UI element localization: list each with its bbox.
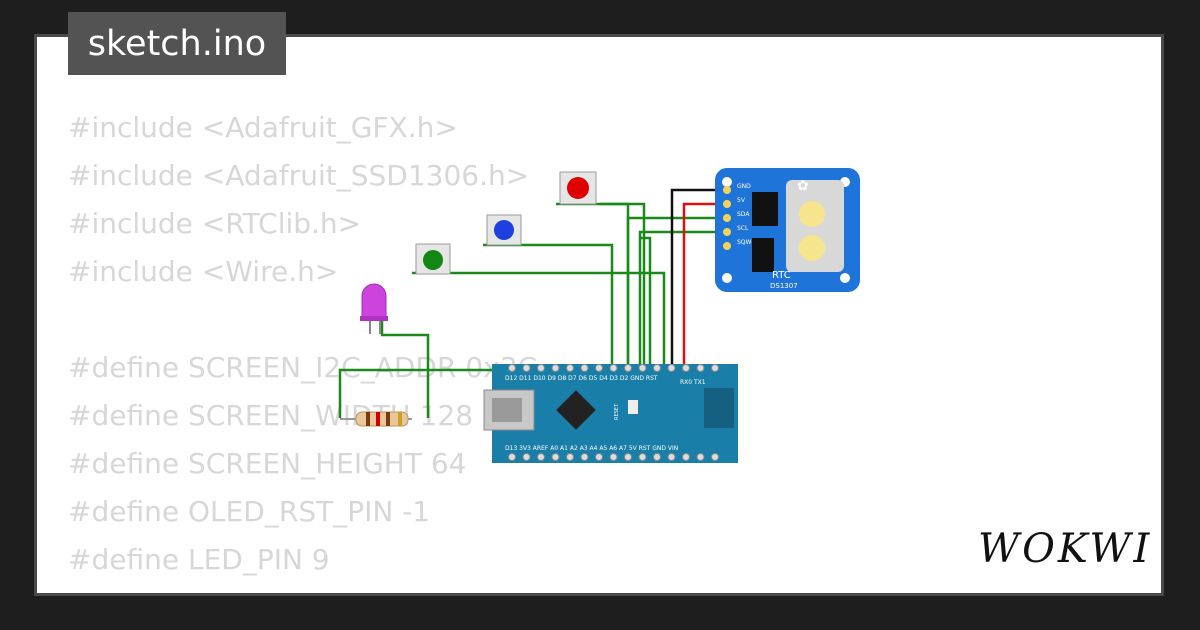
wire-gnd xyxy=(670,188,720,368)
header-pin xyxy=(508,364,516,372)
header-pin xyxy=(624,364,632,372)
rtc-pin-scl: SCL xyxy=(737,225,749,232)
header-pin xyxy=(653,364,661,372)
header-pin xyxy=(667,453,676,461)
header-pin xyxy=(566,364,574,372)
file-tab[interactable]: sketch.ino xyxy=(68,12,286,75)
wire-aux xyxy=(640,236,652,368)
resistor[interactable] xyxy=(340,411,412,427)
canvas-frame xyxy=(34,34,1164,596)
wire-led xyxy=(380,320,430,418)
code-line: #define SCREEN_I2C_ADDR 0x3C xyxy=(68,351,538,384)
header-pin xyxy=(595,453,603,461)
rtc-pin-sda: SDA xyxy=(737,211,750,218)
blue-button-cap[interactable] xyxy=(494,220,514,240)
arduino-nano[interactable]: RESET RX0 TX1 D12 D11 D10 D9 D8 D7 D6 D5… xyxy=(483,364,738,463)
rx-tx-label: RX0 TX1 xyxy=(680,379,706,386)
wokwi-logo: WOKWI xyxy=(978,526,1153,572)
header-pin xyxy=(580,453,589,461)
code-editor-background: #include <Adafruit_GFX.h> #include <Adaf… xyxy=(68,104,768,594)
header-pin xyxy=(711,453,719,461)
red-button-cap[interactable] xyxy=(567,177,589,199)
header-pin xyxy=(696,364,705,372)
header-pin xyxy=(595,364,603,372)
header-pin xyxy=(580,364,589,372)
header-pin xyxy=(537,364,545,372)
rtc-pin-sqw: SQW xyxy=(737,239,752,246)
code-line: #include <Adafruit_SSD1306.h> xyxy=(68,159,530,192)
header-pin xyxy=(566,453,574,461)
header-pin xyxy=(653,453,661,461)
header-pin xyxy=(711,364,719,372)
reset-label: RESET xyxy=(614,403,620,420)
header-pin xyxy=(551,364,560,372)
pushbutton-blue[interactable] xyxy=(486,214,522,246)
header-pin xyxy=(682,453,690,461)
header-pin xyxy=(696,453,705,461)
header-pin xyxy=(537,453,545,461)
reset-button[interactable] xyxy=(628,400,638,414)
pushbutton-green[interactable] xyxy=(415,243,451,275)
header-pin xyxy=(609,453,618,461)
nano-bottom-pin-labels: D13 3V3 AREF A0 A1 A2 A3 A4 A5 A6 A7 5V … xyxy=(505,445,678,452)
led-purple[interactable] xyxy=(360,283,388,334)
header-pin xyxy=(522,364,531,372)
code-line: #include <RTClib.h> xyxy=(68,207,362,240)
header-pin xyxy=(638,364,647,372)
header-pin xyxy=(609,364,618,372)
rtc-model: DS1307 xyxy=(770,282,798,290)
header-pin xyxy=(667,364,676,372)
pushbutton-red[interactable] xyxy=(559,171,597,205)
code-line: #define SOUND_PIN 8 xyxy=(68,584,768,594)
nano-bottom-pins xyxy=(508,453,719,461)
header-pin xyxy=(508,453,516,461)
mcu-chip xyxy=(556,390,596,430)
rtc-module[interactable]: GND 5V SDA SCL SQW ✿ RTC DS1307 xyxy=(715,168,860,292)
header-pin xyxy=(638,453,647,461)
code-line: #define SCREEN_HEIGHT 64 xyxy=(68,447,467,480)
nano-top-pins xyxy=(508,364,719,372)
adafruit-star-icon: ✿ xyxy=(797,178,809,194)
rtc-pin-gnd: GND xyxy=(737,183,751,190)
rtc-label: RTC xyxy=(772,270,791,281)
rtc-pin-5v: 5V xyxy=(737,197,746,204)
header-pin xyxy=(551,453,560,461)
code-line: #define LED_PIN 9 xyxy=(68,543,330,576)
code-line: #include <Wire.h> xyxy=(68,255,339,288)
green-button-cap[interactable] xyxy=(423,250,443,270)
header-pin xyxy=(624,453,632,461)
wire-button-gnd xyxy=(600,202,646,368)
nano-top-pin-labels: D12 D11 D10 D9 D8 D7 D6 D5 D4 D3 D2 GND … xyxy=(505,375,658,382)
header-pin xyxy=(682,364,690,372)
code-line: #define OLED_RST_PIN -1 xyxy=(68,495,431,528)
header-pin xyxy=(522,453,531,461)
code-line: #include <Adafruit_GFX.h> xyxy=(68,111,458,144)
